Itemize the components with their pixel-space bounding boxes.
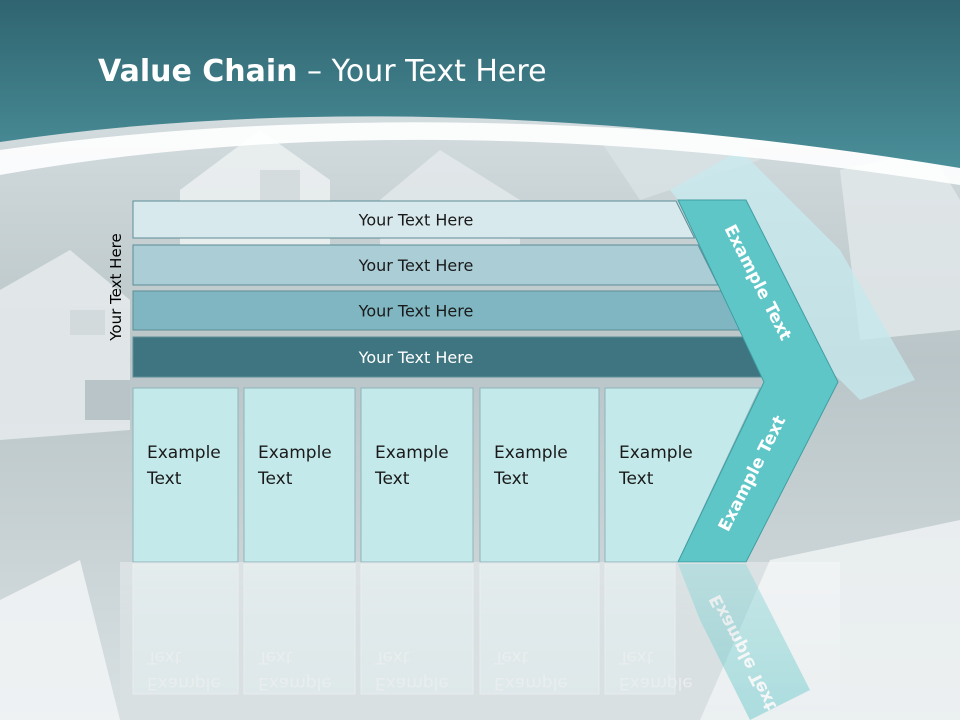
title-rest: – Your Text Here [297, 54, 547, 89]
activity-column-label-1-line1: Example [147, 443, 221, 463]
value-band-label-2: Your Text Here [358, 256, 474, 275]
value-band-label-3: Your Text Here [358, 302, 474, 321]
title-bold: Value Chain [98, 54, 298, 89]
side-label: Your Text Here [107, 233, 125, 341]
activity-column-label-3-line1: Example [375, 443, 449, 463]
activity-column-label-2-line2: Text [257, 469, 293, 489]
activity-column-label-5-line2: Text [618, 469, 654, 489]
activity-column-label-4-line2: Text [493, 469, 529, 489]
reflection-fade [120, 562, 840, 720]
activity-column-label-5-line1: Example [619, 443, 693, 463]
activity-column-label-1-line2: Text [146, 469, 182, 489]
value-band-1 [132, 200, 696, 239]
slide-title: Value Chain – Your Text Here [98, 54, 547, 89]
header-band [0, 0, 960, 168]
value-band-label-1: Your Text Here [358, 211, 474, 230]
header-swoosh [0, 122, 960, 185]
value-band-label-4: Your Text Here [358, 348, 474, 367]
activity-column-label-3-line2: Text [374, 469, 410, 489]
activity-column-label-2-line1: Example [258, 443, 332, 463]
activity-column-label-4-line1: Example [494, 443, 568, 463]
